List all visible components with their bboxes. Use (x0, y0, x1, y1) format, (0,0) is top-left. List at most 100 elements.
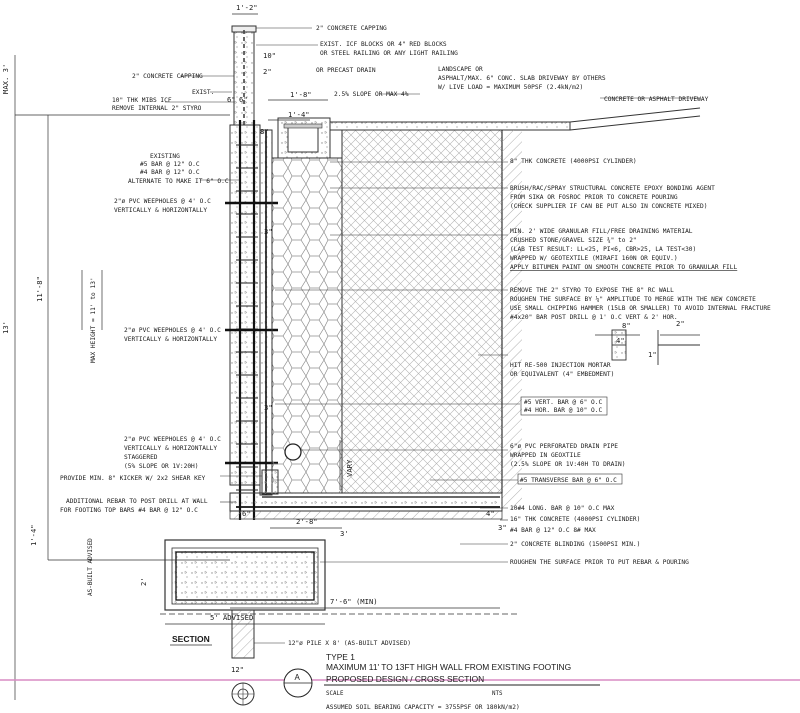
note-epoxy-3: (CHECK SUPPLIER IF CAN BE PUT ALSO IN CO… (510, 203, 707, 210)
base-slab (229, 492, 503, 512)
kicker (261, 469, 279, 495)
dim-conc-6a: 6" (227, 95, 236, 104)
note-add-rebar-1: ADDITIONAL REBAR TO POST DRILL AT WALL (66, 498, 208, 505)
note-capping-left: 2" CONCRETE CAPPING (132, 73, 203, 80)
note-weep1-2: VERTICALLY & HORIZONTALLY (114, 207, 207, 214)
dim-10: 10" (263, 51, 276, 60)
note-alternate: ALTERNATE TO MAKE IT 6" O.C (128, 178, 229, 185)
note-conc-16: 16" THK CONCRETE (4000PSI CYLINDER) (510, 516, 640, 523)
dim-vary: VARY (345, 459, 354, 477)
leader-lines (165, 27, 700, 644)
note-granular-3: (LAB TEST RESULT: LL<25, PI<6, CBR>25, L… (510, 246, 696, 253)
note-drain-1: 6"ø PVC PERFORATED DRAIN PIPE (510, 443, 618, 450)
dim-3-mid: 3" (264, 403, 273, 412)
note-kicker: PROVIDE MIN. 8" KICKER W/ 2x2 SHEAR KEY (60, 475, 206, 482)
note-remove-2: ROUGHEN THE SURFACE BY ¼" AMPLITUDE TO M… (510, 295, 756, 303)
note-weep1-1: 2"ø PVC WEEPHOLES @ 4' O.C (114, 198, 211, 205)
dim-8-detail: 8" (622, 321, 631, 330)
note-drain-3: (2.5% SLOPE OR 1V:40H TO DRAIN) (510, 461, 625, 468)
dim-1-detail: 1" (648, 350, 657, 359)
note-long-bar: 10#4 LONG. BAR @ 10" O.C MAX (510, 505, 615, 512)
note-landscape-1: LANDSCAPE OR (438, 66, 483, 73)
driveway-slab (329, 121, 571, 131)
scale-value: NTS (492, 691, 503, 697)
note-weep3-3: STAGGERED (124, 454, 158, 461)
note-hit-2: OR EQUIVALENT (4" EMBEDMENT) (510, 371, 614, 378)
note-exist-icf-1: EXIST. ICF BLOCKS OR 4" RED BLOCKS (320, 41, 447, 48)
note-icf-10-1: 10" THK MIBS ICF (112, 97, 172, 104)
note-pile: 12"ø PILE X 8' (AS-BUILT ADVISED) (288, 640, 411, 647)
note-exist-left: EXIST. (192, 89, 214, 96)
dim-1-4-top: 1'-4" (288, 110, 310, 119)
title-block: SECTION A TYPE 1 MAXIMUM 11' TO 13FT HIG… (0, 634, 800, 711)
dim-wall-height: 11'-8" (35, 276, 44, 302)
dim-12-pile: 12" (231, 665, 244, 674)
note-bar4: #4 BAR @ 12" O.C (140, 169, 200, 176)
dim-6-footing: 6" (242, 509, 251, 518)
note-add-rebar-2: FOR FOOTING TOP BARS #4 BAR @ 12" O.C (60, 507, 198, 514)
annotation-notes: 2" CONCRETE CAPPING EXIST. ICF BLOCKS OR… (60, 25, 771, 647)
note-binding: 2" CONCRETE BLINDING (1500PSI MIN.) (510, 541, 640, 548)
note-weep3-1: 2"ø PVC WEEPHOLES @ 4' O.C (124, 436, 221, 443)
note-epoxy-2: FROM SIKA OR FOSROC PRIOR TO CONCRETE PO… (510, 194, 678, 201)
drawing-title-2: PROPOSED DESIGN / CROSS SECTION (326, 674, 484, 684)
note-capping-top: 2" CONCRETE CAPPING (316, 25, 387, 32)
note-granular-5: APPLY BITUMEN PAINT ON SMOOTH CONCRETE P… (510, 264, 738, 271)
perforated-drain-pipe (284, 443, 302, 461)
note-weep2-2: VERTICALLY & HORIZONTALLY (124, 336, 217, 343)
dim-conc-6b: 6" (239, 95, 248, 104)
note-granular-2: CRUSHED STONE/GRAVEL SIZE ¾" to 2" (510, 236, 637, 244)
note-weep3-2: VERTICALLY & HORIZONTALLY (124, 445, 217, 452)
note-drain-2: WRAPPED IN GEOXTILE (510, 452, 581, 459)
dim-max3: MAX. 3' (1, 64, 10, 94)
note-bar-8-12: #4 BAR @ 12" O.C 8# MAX (510, 527, 596, 534)
dim-as-built: AS-BUILT ADVISED (87, 538, 94, 596)
dim-3b: 3" (498, 523, 507, 532)
note-concrete-driveway: CONCRETE OR ASPHALT DRIVEWAY (604, 96, 709, 103)
dim-3-slab: 3' (340, 529, 349, 538)
weephole-pipes (225, 201, 278, 465)
detail-sketch (611, 329, 700, 365)
note-granular-4: WRAPPED W/ GEOTEXTILE (MIRAFI 160N OR EQ… (510, 255, 678, 262)
note-slope: 2.5% SLOPE OR MAX 4% (334, 91, 409, 98)
dim-top-width: 1'-2" (236, 3, 258, 12)
granular-fill (271, 157, 343, 494)
dim-2: 2" (263, 67, 272, 76)
note-bar5: #5 BAR @ 12" O.C (140, 161, 200, 168)
dim-4: 4" (486, 509, 495, 518)
backfill (341, 129, 503, 494)
note-exist-icf-2: OR STEEL RAILING OR ANY LIGHT RAILING (320, 50, 458, 57)
note-conc-8-thk: 8" THK CONCRETE (4000PSI CYLINDER) (510, 158, 637, 165)
dimension-lines (14, 13, 700, 700)
dimension-labels: 1'-2" 13' 11'-8" MAX. 3' 10" 2" 1'-4" 2'… (1, 3, 685, 674)
existing-wall (229, 124, 261, 486)
note-remove-1: REMOVE THE 2" STYRO TO EXPOSE THE 8" RC … (510, 287, 674, 294)
dim-max-height: MAX HEIGHT = 11' to 13' (90, 277, 97, 363)
dim-2-detail: 2" (676, 319, 685, 328)
bearing-capacity: ASSUMED SOIL BEARING CAPACITY = 3755PSF … (326, 704, 520, 711)
scale-label: SCALE (326, 691, 344, 697)
note-remove-3: USE SMALL CHIPPING HAMMER (15LB OR SMALL… (510, 305, 771, 312)
note-hit-1: HIT RE-500 INJECTION MORTAR (510, 362, 611, 369)
dim-5-advised: 5' ADVISED (210, 613, 253, 622)
dim-7-6: 7'-6" (MIN) (330, 597, 378, 606)
callout-letter: A (295, 673, 301, 682)
dim-conc-8: 8" (260, 127, 269, 136)
dim-conc-3: 3" (264, 227, 273, 236)
note-epoxy-1: BRUSH/RAC/SPRAY STRUCTURAL CONCRETE EPOX… (510, 185, 715, 192)
dim-2-8: 2'-8" (296, 517, 318, 526)
dim-2-foot: 2' (139, 577, 148, 586)
dim-1-8: 1'-8" (290, 90, 312, 99)
note-weep3-4: (5% SLOPE OR 1V:20H) (124, 463, 199, 470)
note-roughen: ROUGHEN THE SURFACE PRIOR TO PUT REBAR &… (510, 559, 689, 566)
dim-total-height: 13' (1, 321, 10, 334)
section-label: SECTION (172, 634, 210, 644)
dim-1-4: 1'-4" (29, 524, 38, 546)
note-transverse: #5 TRANSVERSE BAR @ 6" O.C (520, 477, 617, 484)
structure (160, 25, 701, 659)
note-existing: EXISTING (150, 153, 180, 160)
note-granular-1: MIN. 2' WIDE GRANULAR FILL/FREE DRAINING… (510, 228, 693, 235)
note-vert-bar: #5 VERT. BAR @ 6" O.C (524, 399, 603, 406)
note-hor-bar: #4 HOR. BAR @ 10" O.C (524, 407, 603, 414)
